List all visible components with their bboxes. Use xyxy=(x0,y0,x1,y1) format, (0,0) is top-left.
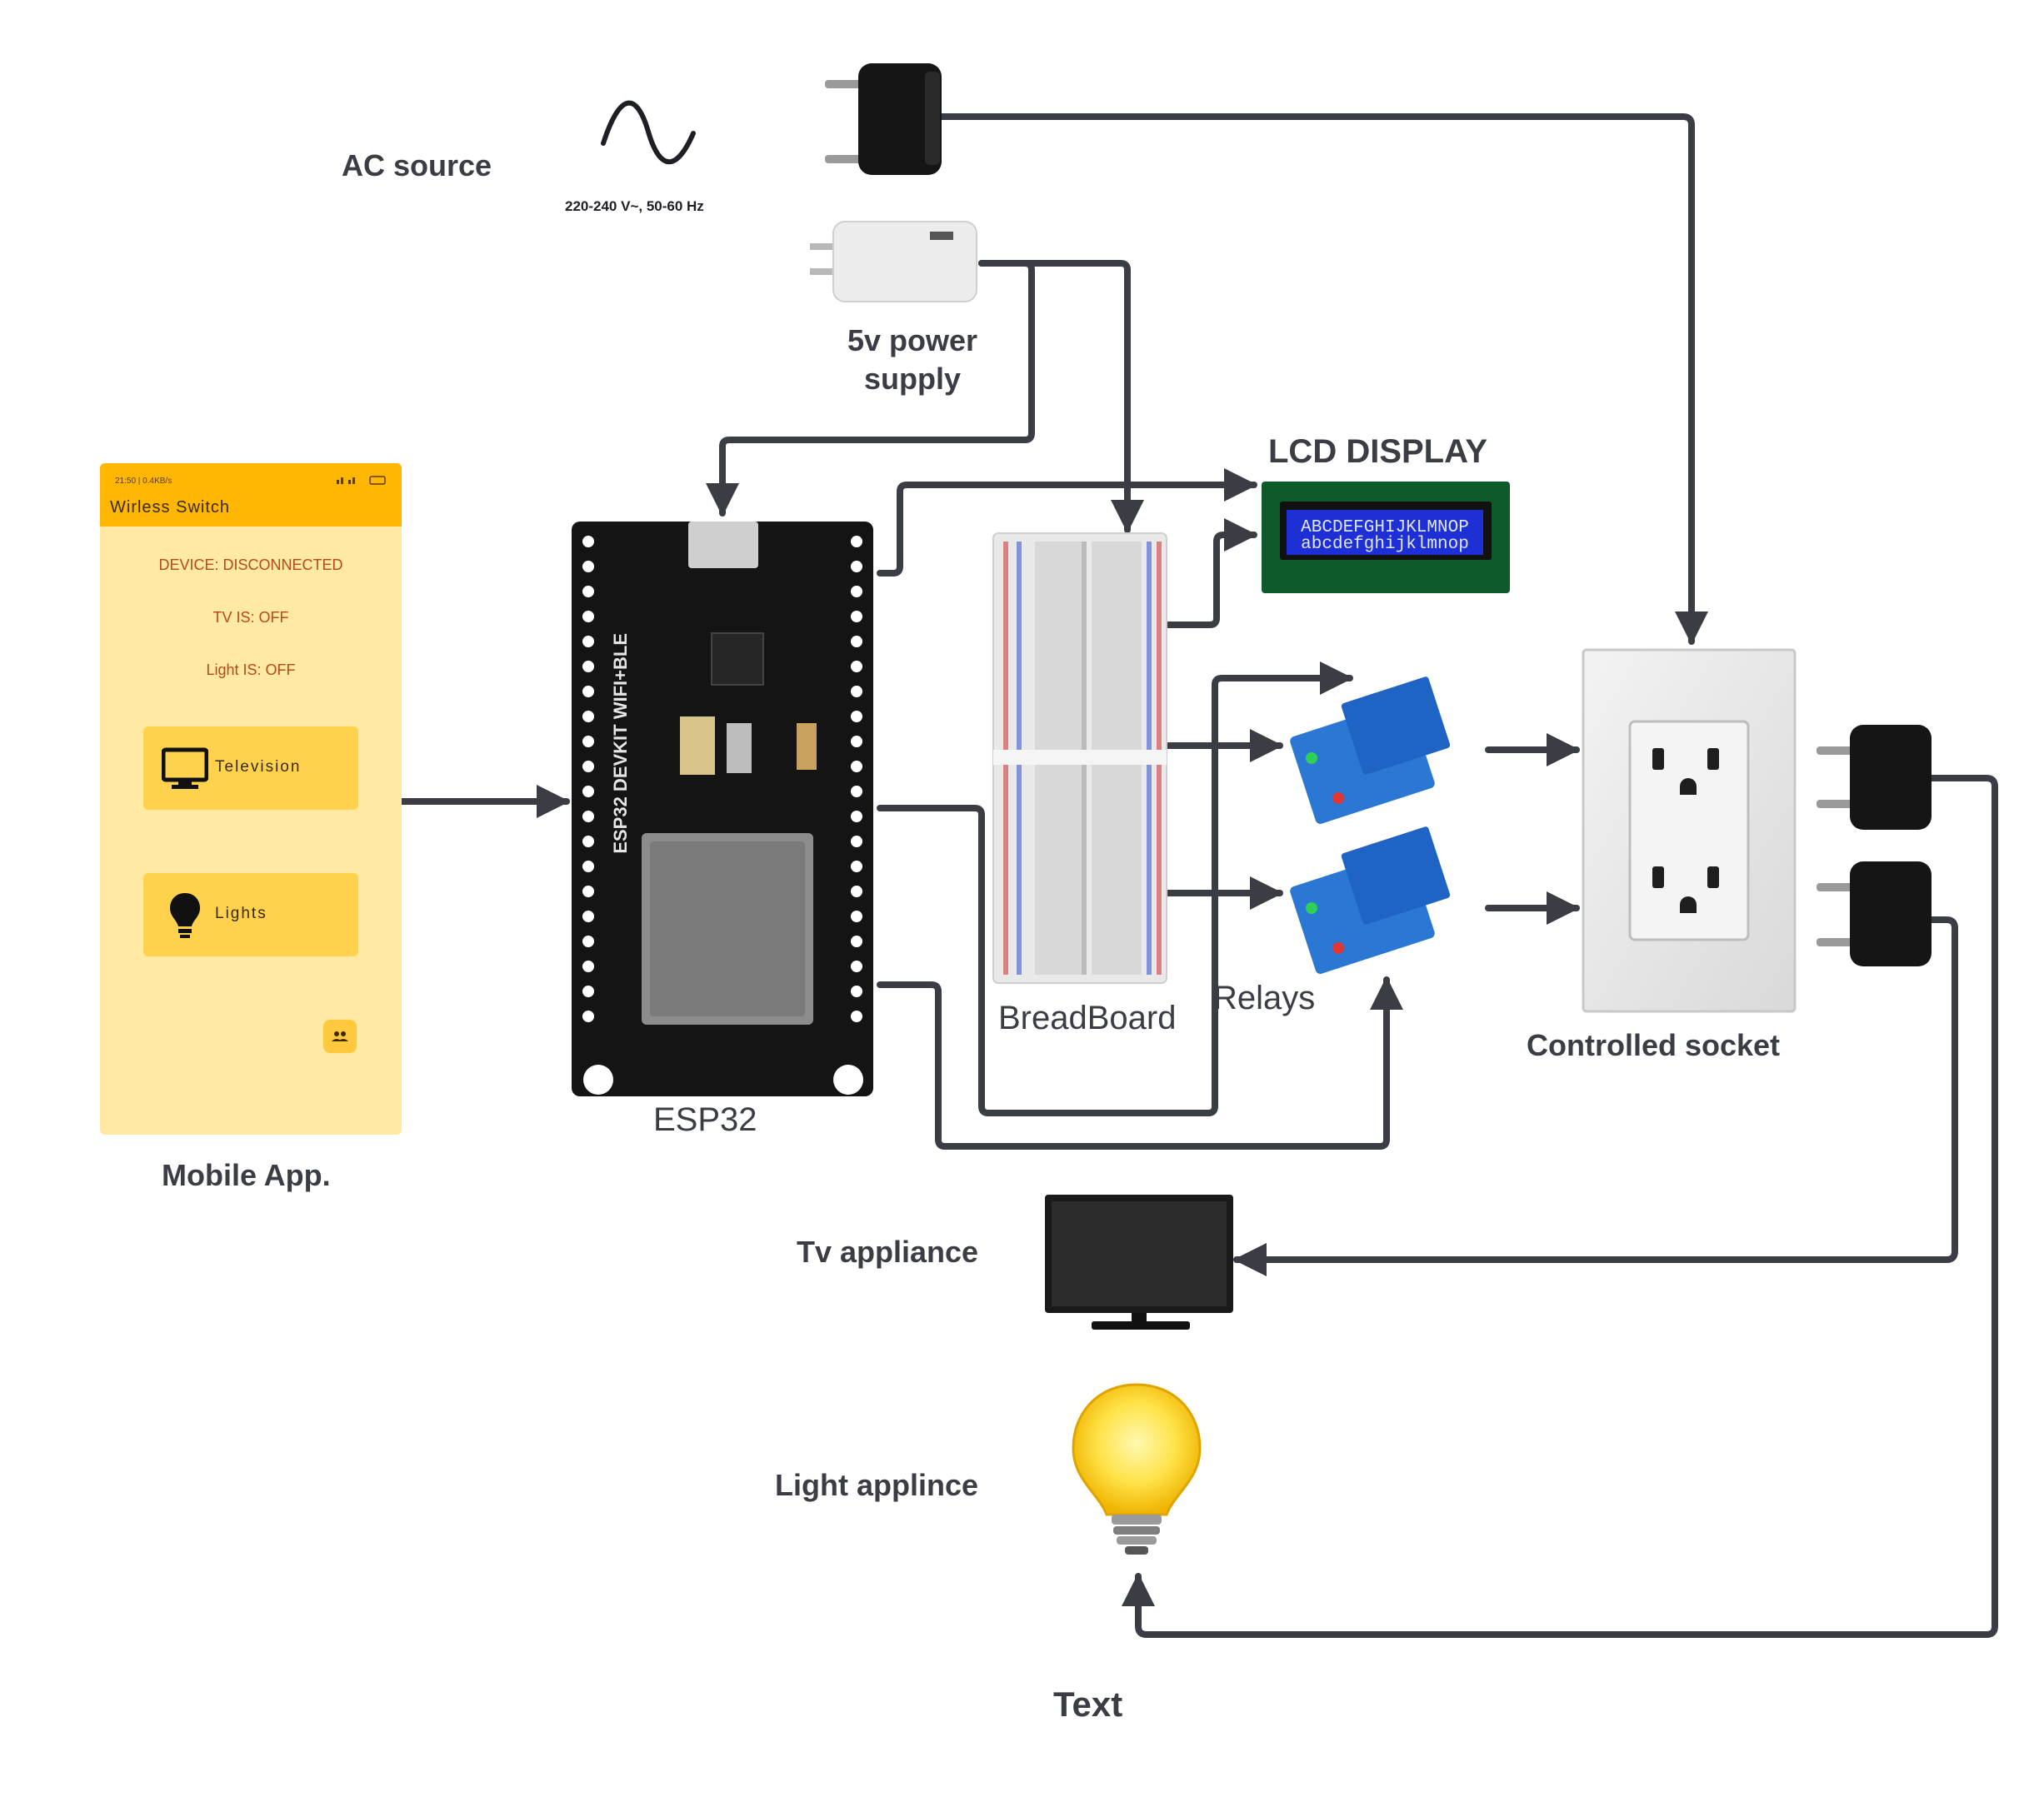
esp32-board xyxy=(572,522,873,1096)
mobile-app-label: Mobile App. xyxy=(162,1158,331,1192)
controlled-socket-icon xyxy=(1582,648,1797,1013)
status-bar-left: 21:50 | 0.4KB/s xyxy=(115,477,172,486)
ac-source-label: AC source xyxy=(342,148,492,182)
signal-battery-icon xyxy=(337,476,386,485)
lcd-line-2: abcdefghijklmnop xyxy=(1301,535,1469,554)
app-title: Wirless Switch xyxy=(110,498,231,517)
relays-label: Relays xyxy=(1213,980,1316,1016)
lcd-module xyxy=(1262,482,1510,593)
mobile-app-screen: 21:50 | 0.4KB/s Wirless Switch DEVICE: D… xyxy=(100,463,402,1135)
device-status-text: DEVICE: DISCONNECTED xyxy=(158,557,343,573)
tv-icon xyxy=(1045,1195,1233,1330)
breadboard xyxy=(992,532,1167,984)
controlled-socket-label: Controlled socket xyxy=(1527,1028,1781,1062)
footer-text-label: Text xyxy=(1053,1685,1123,1724)
esp32-silkscreen: ESP32 DEVKIT WIFI+BLE xyxy=(610,633,631,854)
relay-module-2 xyxy=(1290,826,1451,974)
wire-esp32-to-lcd xyxy=(877,468,1257,577)
bulb-icon xyxy=(1057,1370,1217,1555)
light-appliance-label: Light applince xyxy=(775,1468,979,1502)
wire-power-to-breadboard xyxy=(978,260,1144,533)
plug-icon xyxy=(1817,725,1932,830)
wire-plug1-to-light xyxy=(1122,775,1998,1638)
sine-wave-icon xyxy=(601,100,696,165)
lcd-display-label: LCD DISPLAY xyxy=(1268,433,1488,470)
television-button-label: Television xyxy=(215,758,302,776)
television-button[interactable]: Television xyxy=(143,726,358,810)
tv-appliance-label: Tv appliance xyxy=(797,1235,979,1269)
usb-charger-icon xyxy=(810,221,977,302)
wire-breadboard-to-lcd xyxy=(1165,518,1257,628)
people-icon xyxy=(332,1031,348,1041)
power-supply-label: 5v power supply xyxy=(847,323,978,396)
lcd-line-1: ABCDEFGHIJKLMNOP xyxy=(1301,518,1469,537)
light-status-text: Light IS: OFF xyxy=(206,661,296,678)
lights-button[interactable]: Lights xyxy=(143,873,358,956)
wires xyxy=(398,113,1998,1638)
relay-module-1 xyxy=(1290,676,1451,824)
tv-status-text: TV IS: OFF xyxy=(212,609,289,626)
bulb-icon xyxy=(168,891,202,944)
wire-plug2-to-tv xyxy=(1233,916,1958,1276)
wire-esp32-to-relay2 xyxy=(877,976,1403,1150)
breadboard-label: BreadBoard xyxy=(998,1000,1177,1036)
ac-spec-label: 220-240 V~, 50-60 Hz xyxy=(565,198,704,214)
app-bar: 21:50 | 0.4KB/s Wirless Switch xyxy=(100,463,402,527)
people-button[interactable] xyxy=(323,1020,357,1053)
status-bar-right xyxy=(337,475,387,487)
plug-icon xyxy=(825,63,942,175)
tv-icon xyxy=(161,746,209,794)
esp32-label: ESP32 xyxy=(653,1101,757,1138)
plug-icon xyxy=(1817,861,1932,966)
wire-esp32-to-relay1 xyxy=(877,661,1353,1116)
lights-button-label: Lights xyxy=(215,905,267,922)
wire-ac-to-socket xyxy=(938,113,1708,645)
